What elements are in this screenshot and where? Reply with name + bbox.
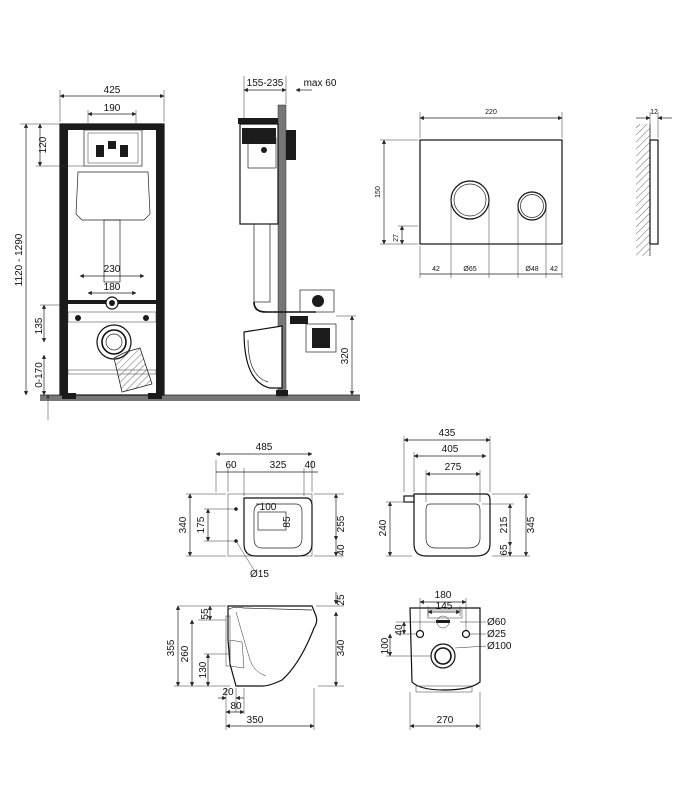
flush-plate-view: 220 150 27 42 Ø65 Ø48 42 bbox=[375, 109, 563, 278]
side-outlet-height-label: 130 bbox=[198, 661, 209, 678]
outlet-offset-label: 80 bbox=[230, 701, 242, 712]
outlet-height-label: 135 bbox=[34, 317, 45, 334]
front-depth-label: 255 bbox=[336, 515, 347, 532]
floor-adjust-label: 0-170 bbox=[34, 362, 45, 388]
inlet-spacing-label: 180 bbox=[104, 282, 121, 293]
plate-height-label: 150 bbox=[375, 186, 382, 198]
side-outlet-height-label: 320 bbox=[340, 347, 351, 364]
side-height-label: 355 bbox=[166, 639, 177, 656]
toilet-width-label: 485 bbox=[256, 442, 273, 453]
pipe-spacing-label: 230 bbox=[104, 264, 121, 275]
seat-depth-total-label: 240 bbox=[378, 519, 389, 536]
wall-max-label: max 60 bbox=[304, 78, 337, 89]
toilet-back-view: 180 145 40 100 Ø60 Ø25 Ø100 270 bbox=[380, 590, 512, 730]
seat-top-view: 435 405 275 240 215 65 345 bbox=[378, 428, 537, 557]
front-offset-label: 40 bbox=[336, 544, 347, 556]
frame-width-label: 425 bbox=[104, 85, 121, 96]
inner-width-label: 325 bbox=[270, 460, 287, 471]
height-range-label: 1120 - 1290 bbox=[14, 233, 25, 286]
seat-inner-depth-label: 215 bbox=[499, 516, 510, 533]
toilet-depth-label: 340 bbox=[178, 516, 189, 533]
panel-width-label: 190 bbox=[104, 103, 121, 114]
seat-opening-width-label: 275 bbox=[445, 462, 462, 473]
inlet-height-label: 260 bbox=[180, 645, 191, 662]
bolt-height-label: 100 bbox=[380, 637, 391, 654]
right-margin-label: 40 bbox=[304, 460, 316, 471]
bolt-diameter-label: Ø25 bbox=[487, 629, 506, 640]
plate-margin-right-label: 42 bbox=[550, 266, 558, 273]
left-margin-label: 60 bbox=[225, 460, 237, 471]
seat-width-total-label: 435 bbox=[439, 428, 456, 439]
hole-diameter-label: Ø15 bbox=[250, 569, 269, 580]
plate-margin-left-label: 42 bbox=[432, 266, 440, 273]
seat-total-depth-label: 345 bbox=[526, 516, 537, 533]
flush-plate-side-view: 12 bbox=[636, 109, 672, 256]
frame-front-view: 425 190 120 1120 - 1290 230 180 135 0-17… bbox=[14, 85, 360, 420]
frame-side-view: 155-235 max 60 320 bbox=[238, 76, 356, 398]
inlet-offset-label: 40 bbox=[394, 624, 405, 636]
back-width-label: 270 bbox=[437, 715, 454, 726]
big-button-label: Ø65 bbox=[463, 266, 476, 273]
button-offset-label: 27 bbox=[393, 234, 400, 242]
rim-height-label: 55 bbox=[200, 608, 211, 620]
back-gap-label: 20 bbox=[222, 687, 234, 698]
inlet-spacing-back-label: 145 bbox=[436, 601, 453, 612]
inlet-diameter-label: Ø60 bbox=[487, 617, 506, 628]
toilet-top-view: 485 60 325 40 340 175 100 85 255 40 Ø15 bbox=[178, 442, 347, 580]
seat-inner-width-label: 405 bbox=[442, 444, 459, 455]
side-length-label: 350 bbox=[247, 715, 264, 726]
top-gap-label: 25 bbox=[336, 594, 347, 606]
body-height-label: 340 bbox=[336, 639, 347, 656]
seat-rear-offset-label: 65 bbox=[499, 544, 510, 556]
plate-thickness-label: 12 bbox=[650, 109, 658, 116]
outlet-diameter-label: Ø100 bbox=[487, 641, 512, 652]
top-offset-label: 120 bbox=[38, 136, 49, 153]
small-button-label: Ø48 bbox=[525, 266, 538, 273]
bolt-spacing-label: 180 bbox=[435, 590, 452, 601]
toilet-side-view: 25 55 355 260 130 340 20 80 350 bbox=[166, 592, 347, 730]
hole-spacing-label: 175 bbox=[196, 516, 207, 533]
depth-range-label: 155-235 bbox=[247, 78, 284, 89]
seat-depth-label: 85 bbox=[282, 516, 293, 528]
seat-width-label: 100 bbox=[260, 502, 277, 513]
plate-width-label: 220 bbox=[485, 109, 497, 116]
